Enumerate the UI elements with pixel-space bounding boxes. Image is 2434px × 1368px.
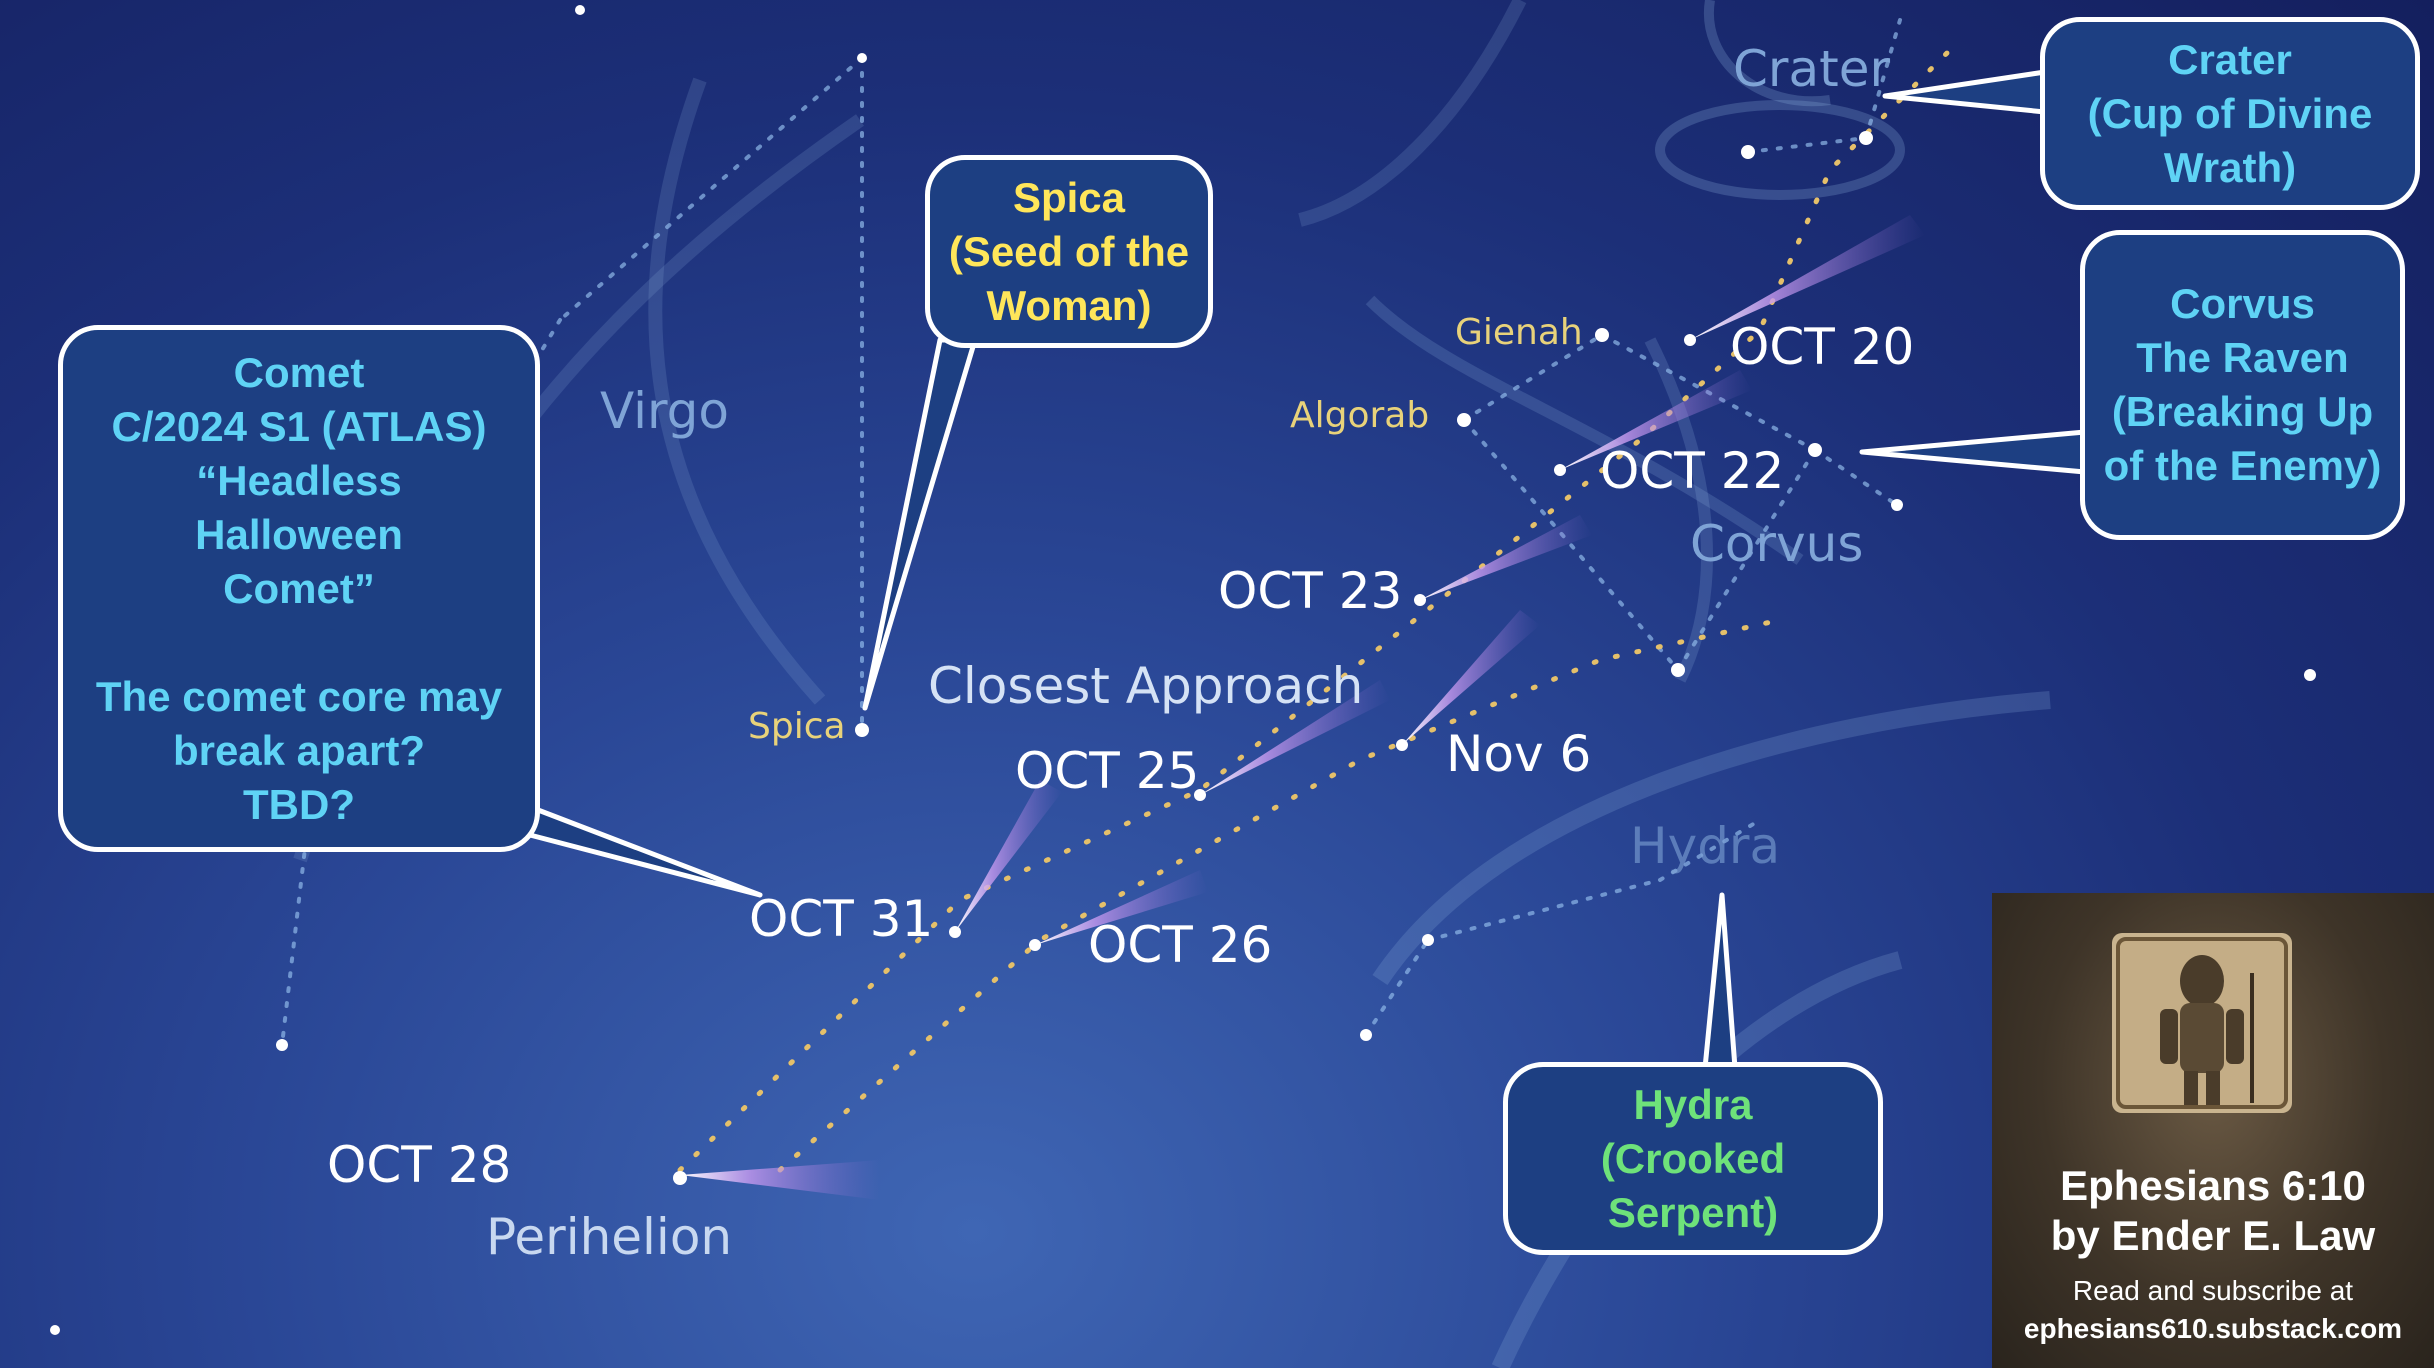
comet-callout-line: The comet core may [95, 672, 503, 720]
comet-oct31 [949, 780, 1062, 938]
spica-callout-line: Spica [1012, 173, 1126, 221]
corvus-callout: Corvus The Raven (Breaking Up of the Ene… [2080, 230, 2405, 540]
date-label-oct28: OCT 28 [327, 1136, 512, 1194]
spica-callout: Spica (Seed of the Woman) [925, 155, 1213, 348]
comet-callout-line [63, 616, 535, 670]
corvus-label: Corvus [1690, 515, 1864, 573]
perihelion-label: Perihelion [486, 1208, 733, 1266]
promo-url-link[interactable]: ephesians610.substack.com [2023, 1313, 2403, 1344]
knight-armor-icon [2112, 933, 2292, 1113]
virgo-label: Virgo [600, 382, 730, 440]
comet-callout-line: C/2024 S1 (ATLAS) [111, 402, 487, 450]
crater-callout-line: Crater [2168, 35, 2292, 83]
comet-callout-line: Comet” [223, 564, 375, 612]
hydra-callout-line: (Crooked [1600, 1134, 1786, 1182]
named-stars [855, 328, 1609, 737]
spica-callout-line: Woman) [986, 281, 1152, 329]
closest-approach-label: Closest Approach [928, 657, 1364, 715]
date-label-oct25: OCT 25 [1015, 742, 1200, 800]
comet-oct26 [1029, 870, 1208, 951]
gienah-star [1595, 328, 1609, 342]
comet-oct20 [1684, 215, 1925, 346]
crater-callout-pointer [1882, 69, 2048, 115]
promo-author: by Ender E. Law [2050, 1212, 2376, 1259]
date-label-oct20: OCT 20 [1730, 318, 1915, 376]
crater-callout-line: Wrath) [2163, 143, 2297, 191]
comet-callout-line: break apart? [172, 726, 426, 774]
hydra-callout-line: Hydra [1633, 1080, 1753, 1128]
crater-figure [1655, 0, 1905, 200]
comet-oct28 [673, 1160, 880, 1200]
comet-callout-pointer [522, 802, 763, 898]
spica-callout-line: (Seed of the [948, 227, 1190, 275]
comet-callout-line: “Headless [196, 456, 402, 504]
comet-callout-line: TBD? [243, 780, 355, 828]
promo-title: Ephesians 6:10 [2060, 1162, 2366, 1209]
corvus-callout-pointer [1859, 429, 2088, 475]
corvus-callout-line: of the Enemy) [2103, 442, 2382, 489]
comet-oct25 [1194, 680, 1390, 801]
corvus-callout-line: Corvus [2170, 280, 2315, 327]
date-label-oct22: OCT 22 [1600, 442, 1785, 500]
spica-callout-pointer [862, 337, 978, 711]
constellation-lines [280, 18, 1902, 1047]
promo-cta: Read and subscribe at [2072, 1275, 2354, 1306]
promo-card[interactable]: Ephesians 6:10 by Ender E. Law Read and … [1992, 893, 2434, 1368]
date-label-oct31: OCT 31 [749, 890, 934, 948]
comet-oct22 [1554, 370, 1752, 476]
gienah-star-label: Gienah [1455, 312, 1583, 353]
spica-star [855, 723, 869, 737]
hydra-label: Hydra [1630, 817, 1781, 875]
crater-callout: Crater (Cup of Divine Wrath) [2040, 17, 2420, 210]
comets [673, 215, 1925, 1200]
comet-callout-line: Halloween [195, 510, 403, 558]
algorab-star [1457, 413, 1471, 427]
hydra-callout-line: Serpent) [1607, 1188, 1779, 1236]
date-label-oct23: OCT 23 [1218, 562, 1403, 620]
orbit-path [677, 37, 1963, 1173]
corvus-callout-line: The Raven [2136, 334, 2349, 381]
comet-oct23 [1414, 515, 1592, 606]
hydra-callout: Hydra (Crooked Serpent) [1503, 1062, 1883, 1255]
hydra-callout-pointer [1702, 892, 1738, 1071]
crater-label: Crater [1733, 40, 1891, 98]
comet-callout: Comet C/2024 S1 (ATLAS) “Headless Hallow… [58, 325, 540, 852]
date-label-nov6: Nov 6 [1446, 725, 1592, 783]
spica-star-label: Spica [748, 706, 846, 747]
crater-callout-line: (Cup of Divine [2087, 89, 2373, 137]
corvus-callout-line: (Breaking Up [2111, 388, 2374, 435]
comet-callout-line: Comet [233, 348, 365, 396]
algorab-star-label: Algorab [1290, 395, 1430, 436]
comet-nov6 [1396, 610, 1540, 751]
date-label-oct26: OCT 26 [1088, 916, 1273, 974]
